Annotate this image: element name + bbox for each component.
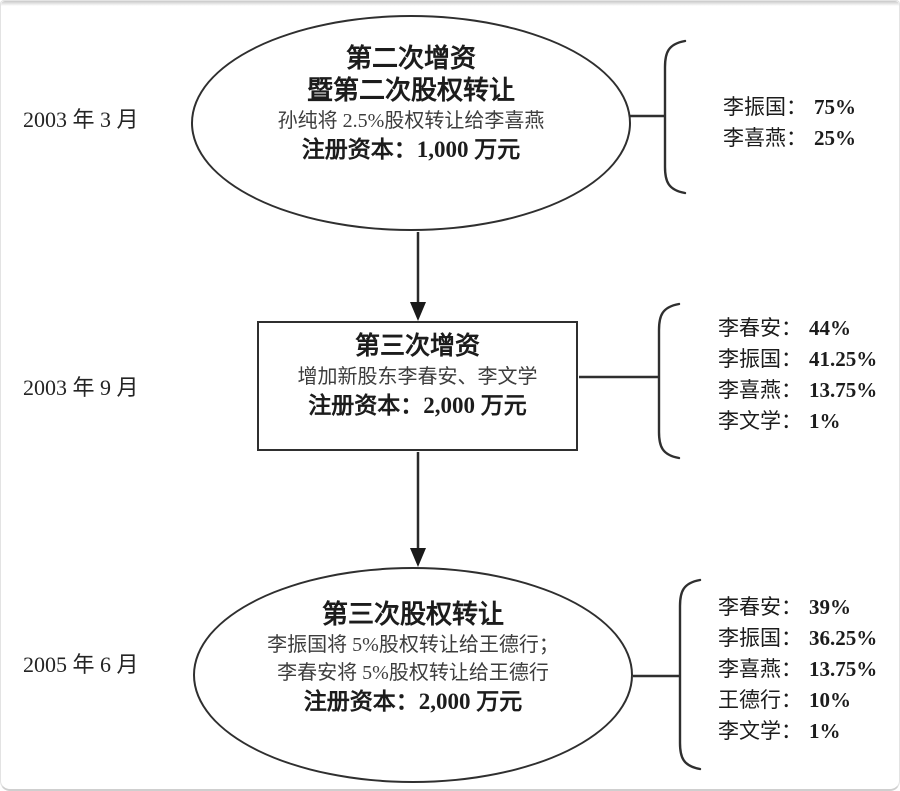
shareholder-name: 李喜燕： [723,126,807,150]
node-title: 第三次增资 [354,333,480,360]
timeline-date-2: 2003 年 9 月 [23,375,139,400]
bracket-3 [678,578,702,771]
shareholder-percentage: 13.75% [809,657,878,681]
shareholder-percentage: 10% [809,688,851,712]
node-title: 第二次增资 [345,44,476,73]
shareholder-row: 李春安： 39% [718,592,877,623]
shareholder-list-3: 李春安： 39% 李振国： 36.25% 李喜燕： 13.75% 王德行： 10… [718,592,877,747]
node-detail: 李春安将 5%股权转让给王德行 [277,662,549,684]
shareholder-name: 李文学： [718,719,802,743]
shareholder-row: 李喜燕： 13.75% [718,654,877,685]
shareholder-percentage: 41.25% [809,347,878,371]
shareholder-list-2: 李春安： 44% 李振国： 41.25% 李喜燕： 13.75% 李文学： 1% [718,313,877,437]
shareholder-name: 李春安： [718,595,802,619]
shareholder-row: 李振国： 41.25% [718,344,877,375]
flow-arrow-1-head [410,302,426,321]
shareholder-name: 李振国： [723,95,807,119]
shareholder-name: 李喜燕： [718,657,802,681]
node-capital: 注册资本：2,000 万元 [308,393,527,418]
frame-top-edge [1,1,899,6]
node-capital: 注册资本：2,000 万元 [303,689,523,714]
flow-arrow-2-head [410,548,426,567]
node-capital: 注册资本：1,000 万元 [301,137,521,162]
shareholder-row: 李春安： 44% [718,313,877,344]
shareholder-name: 李振国： [718,626,802,650]
shareholder-percentage: 1% [809,409,841,433]
stage-node-2: 第三次增资 增加新股东李春安、李文学 注册资本：2,000 万元 [257,321,578,451]
stage-node-3: 第三次股权转让 李振国将 5%股权转让给王德行； 李春安将 5%股权转让给王德行… [193,567,633,783]
shareholder-name: 李振国： [718,347,802,371]
shareholder-name: 李文学： [718,409,802,433]
bracket-2 [657,302,681,460]
shareholder-list-1: 李振国： 75% 李喜燕： 25% [723,92,856,154]
node-detail: 李振国将 5%股权转让给王德行； [267,634,559,656]
stage-node-1: 第二次增资 暨第二次股权转让 孙纯将 2.5%股权转让给李喜燕 注册资本：1,0… [191,15,631,231]
node-detail: 孙纯将 2.5%股权转让给李喜燕 [277,110,545,132]
shareholder-row: 李振国： 75% [723,92,856,123]
shareholder-percentage: 1% [809,719,841,743]
bracket-1 [663,39,687,195]
shareholder-percentage: 36.25% [809,626,878,650]
node-title: 暨第二次股权转让 [306,76,515,105]
shareholder-percentage: 39% [809,595,851,619]
shareholder-row: 王德行： 10% [718,685,877,716]
shareholder-row: 李振国： 36.25% [718,623,877,654]
shareholder-row: 李喜燕： 13.75% [718,375,877,406]
shareholder-row: 李文学： 1% [718,406,877,437]
shareholder-percentage: 75% [814,95,856,119]
shareholder-name: 李春安： [718,316,802,340]
timeline-date-1: 2003 年 3 月 [23,107,139,132]
node-detail: 增加新股东李春安、李文学 [297,366,538,388]
timeline-date-3: 2005 年 6 月 [23,652,139,677]
shareholder-name: 李喜燕： [718,378,802,402]
shareholder-percentage: 44% [809,316,851,340]
shareholder-row: 李文学： 1% [718,716,877,747]
node-title: 第三次股权转让 [321,600,504,629]
shareholder-percentage: 25% [814,126,856,150]
shareholder-row: 李喜燕： 25% [723,123,856,154]
shareholder-percentage: 13.75% [809,378,878,402]
shareholder-name: 王德行： [718,688,802,712]
